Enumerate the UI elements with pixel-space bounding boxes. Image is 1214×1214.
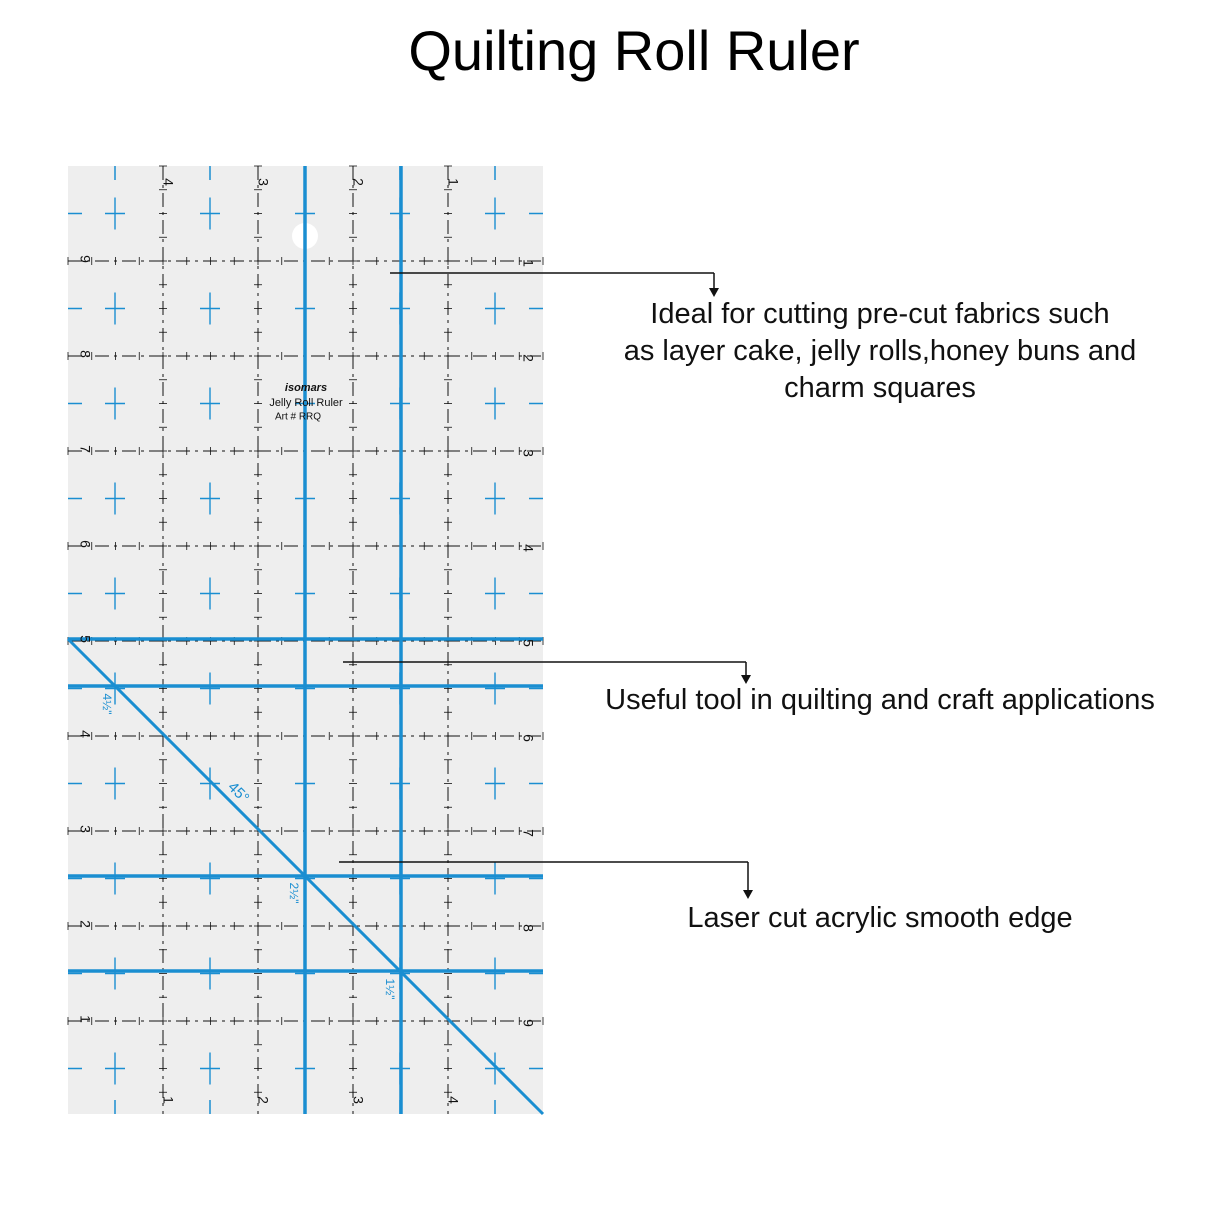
left-number: 6 bbox=[77, 540, 93, 548]
right-number: 8 bbox=[520, 924, 536, 932]
left-number: 7 bbox=[77, 445, 93, 453]
left-number: 9 bbox=[77, 255, 93, 263]
top-number: 4 bbox=[160, 178, 176, 186]
pointer-quilting-arrow bbox=[741, 675, 751, 684]
bottom-number: 2 bbox=[255, 1096, 271, 1104]
page-title: Quilting Roll Ruler bbox=[408, 19, 860, 82]
callout-laser-cut: Laser cut acrylic smooth edge bbox=[687, 902, 1073, 934]
top-number: 2 bbox=[350, 178, 366, 186]
right-number: 9 bbox=[520, 1019, 536, 1027]
right-number: 3 bbox=[520, 449, 536, 457]
callout-precut-fabrics: Ideal for cutting pre-cut fabrics such a… bbox=[560, 296, 1200, 407]
ruler-grid bbox=[66, 165, 545, 1116]
left-number: 2 bbox=[77, 920, 93, 928]
mark-label-2half: 2½" bbox=[287, 883, 301, 904]
left-number: 3 bbox=[77, 825, 93, 833]
right-number: 6 bbox=[520, 734, 536, 742]
pointer-precut-arrow bbox=[709, 288, 719, 297]
bottom-number: 4 bbox=[445, 1096, 461, 1104]
top-number: 3 bbox=[255, 178, 271, 186]
pointer-quilting bbox=[343, 661, 751, 684]
right-number: 4 bbox=[520, 544, 536, 552]
pointer-laser bbox=[339, 861, 753, 899]
mark-label-4half: 4½" bbox=[100, 694, 114, 715]
callout-quilting-tool: Useful tool in quilting and craft applic… bbox=[605, 684, 1155, 716]
callout-line-3: charm squares bbox=[784, 372, 976, 404]
bottom-number: 3 bbox=[350, 1096, 366, 1104]
diagonal-45-line bbox=[66, 637, 545, 1116]
right-number: 5 bbox=[520, 639, 536, 647]
right-number: 1 bbox=[520, 259, 536, 267]
left-number: 8 bbox=[77, 350, 93, 358]
brand-label: isomars bbox=[285, 382, 327, 394]
right-number: 2 bbox=[520, 354, 536, 362]
callout-line-1: Ideal for cutting pre-cut fabrics such bbox=[650, 298, 1110, 330]
ruler-art-label: Art # RRQ bbox=[275, 412, 321, 423]
right-number: 7 bbox=[520, 829, 536, 837]
pointer-precut bbox=[390, 272, 719, 297]
callout-line-2: as layer cake, jelly rolls,honey buns an… bbox=[623, 335, 1137, 367]
left-number: 5 bbox=[77, 635, 93, 643]
callout-lines bbox=[339, 272, 753, 899]
bottom-number: 1 bbox=[160, 1096, 176, 1104]
mark-label-1half: 1½" bbox=[383, 979, 397, 1000]
left-number: 4 bbox=[77, 730, 93, 738]
pointer-laser-arrow bbox=[743, 890, 753, 899]
ruler-name-label: Jelly Roll Ruler bbox=[269, 397, 343, 409]
top-number: 1 bbox=[445, 178, 461, 186]
left-number: 1 bbox=[77, 1015, 93, 1023]
